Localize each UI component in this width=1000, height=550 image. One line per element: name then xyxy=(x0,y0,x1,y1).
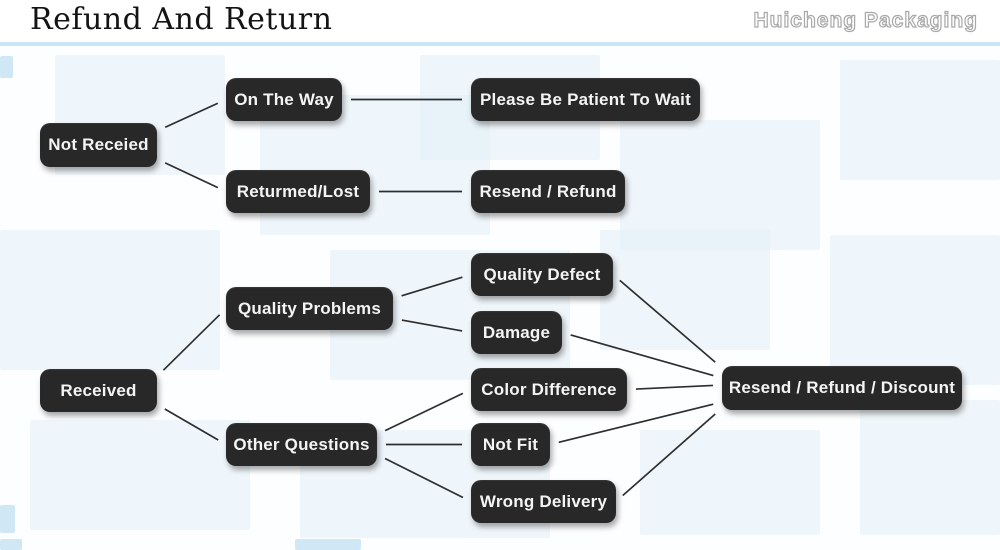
header: Refund And Return Huicheng Packaging xyxy=(0,0,1000,46)
background-tile xyxy=(620,120,820,250)
node-quality-defect: Quality Defect xyxy=(471,253,613,296)
node-label: Other Questions xyxy=(233,434,370,454)
node-label: On The Way xyxy=(234,89,334,109)
node-wrong-delivery: Wrong Delivery xyxy=(471,480,616,523)
node-label: Returmed/Lost xyxy=(236,181,360,201)
node-label: Resend / Refund / Discount xyxy=(728,378,956,397)
node-label: Resend / Refund xyxy=(479,181,617,201)
background-tile xyxy=(830,235,1000,385)
node-label: Color Difference xyxy=(481,379,617,399)
background-tile xyxy=(600,230,770,350)
node-color-difference: Color Difference xyxy=(471,368,627,411)
node-final: Resend / Refund / Discount xyxy=(722,366,962,410)
node-label: Received xyxy=(60,380,137,400)
background-tile xyxy=(840,60,1000,180)
brand-watermark: Huicheng Packaging xyxy=(753,8,978,32)
edge-color-difference-to-final xyxy=(635,384,714,390)
node-label: Quality Defect xyxy=(483,264,601,284)
edge-other-questions-to-wrong-delivery xyxy=(384,457,464,499)
node-please-wait: Please Be Patient To Wait xyxy=(471,78,700,121)
background-tile xyxy=(0,230,220,370)
edge-damage-to-final xyxy=(570,334,714,377)
edge-other-questions-to-color-difference xyxy=(384,392,464,432)
node-resend-refund: Resend / Refund xyxy=(471,170,625,213)
background-tile xyxy=(295,539,361,550)
edge-received-to-other-questions xyxy=(164,408,219,441)
node-not-received: Not Receied xyxy=(40,123,157,167)
edge-not-received-to-on-the-way xyxy=(164,102,219,129)
node-received: Received xyxy=(40,369,157,412)
node-label: Not Fit xyxy=(482,434,539,454)
node-label: Please Be Patient To Wait xyxy=(480,89,691,109)
edge-received-to-quality-problems xyxy=(162,314,221,371)
node-label: Not Receied xyxy=(48,135,149,154)
background-tile xyxy=(0,539,22,550)
node-label: Damage xyxy=(482,322,551,342)
node-returned-lost: Returmed/Lost xyxy=(226,170,370,213)
node-other-questions: Other Questions xyxy=(226,423,377,466)
page-title: Refund And Return xyxy=(30,2,333,37)
edge-quality-defect-to-final xyxy=(619,279,716,363)
background-tile xyxy=(640,430,820,535)
node-label: Quality Problems xyxy=(237,298,382,318)
background-tile xyxy=(0,56,13,78)
edge-not-fit-to-final xyxy=(558,403,714,444)
background-tile xyxy=(860,400,1000,535)
node-not-fit: Not Fit xyxy=(471,423,550,466)
node-on-the-way: On The Way xyxy=(226,78,342,121)
background-tile xyxy=(30,420,250,530)
edge-quality-problems-to-damage xyxy=(401,319,463,332)
node-label: Wrong Delivery xyxy=(479,491,608,511)
edge-quality-problems-to-quality-defect xyxy=(401,276,463,297)
edge-not-received-to-returned-lost xyxy=(164,162,219,189)
edge-wrong-delivery-to-final xyxy=(622,413,716,497)
node-quality-problems: Quality Problems xyxy=(226,287,393,330)
header-divider xyxy=(0,42,1000,46)
background-tile xyxy=(0,505,15,533)
node-damage: Damage xyxy=(471,311,562,354)
